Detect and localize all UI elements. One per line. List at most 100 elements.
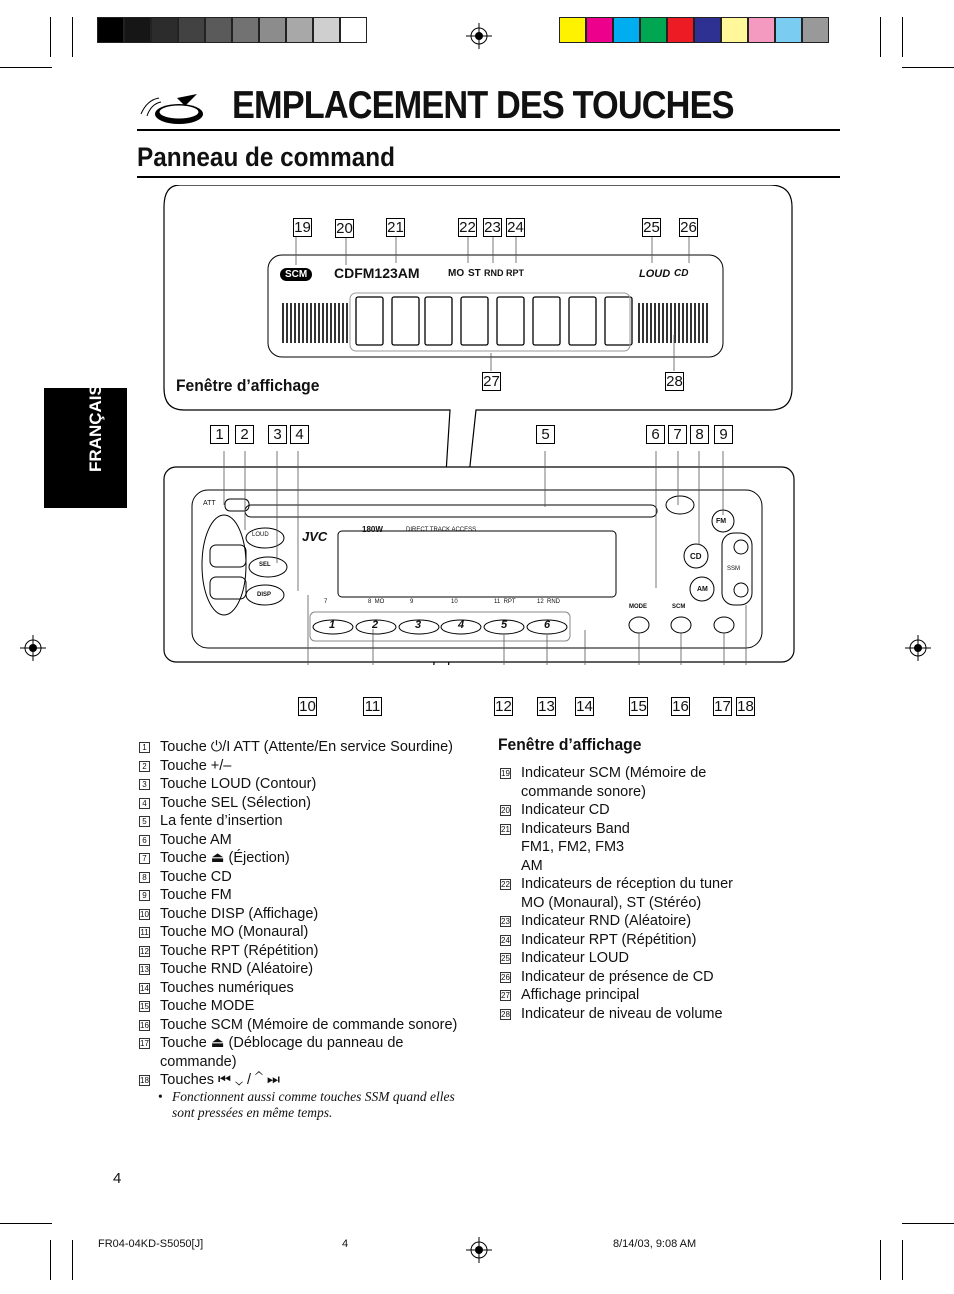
scm-indicator: SCM (280, 268, 313, 281)
callout-24: 24 (506, 218, 525, 237)
legend-number: 8 (139, 871, 150, 883)
color-swatch (775, 17, 802, 43)
legend-text: Touche SCM (Mémoire de commande sonore) (160, 1016, 458, 1033)
callout-9: 9 (714, 425, 733, 444)
footer-file: FR04-04KD-S5050[J] (98, 1238, 204, 1250)
color-swatch (802, 17, 829, 43)
cd-button-label: CD (690, 552, 702, 561)
preset-button-6[interactable]: 6 (544, 619, 551, 631)
legend-text: Touche +/– (160, 757, 232, 774)
legend-number: 2 (139, 760, 150, 772)
callout-1: 1 (210, 425, 229, 444)
legend-number: 14 (139, 982, 150, 994)
brand-logo: JVC (302, 529, 328, 544)
gray-swatch (97, 17, 124, 43)
att-label: ATT (203, 500, 216, 507)
legend-number: 13 (139, 964, 150, 975)
callout-20: 20 (335, 219, 354, 238)
color-swatch (748, 17, 775, 43)
legend-text: Touche DISP (Affichage) (160, 905, 319, 922)
legend-number: 17 (139, 1038, 150, 1049)
subtitle-rule (137, 176, 840, 178)
legend-text: Touche ⏏ (Déblocage du panneau de (160, 1035, 404, 1051)
legend-number: 1 (139, 742, 150, 753)
legend-number: 11 (139, 927, 150, 938)
title-rule (137, 129, 840, 131)
preset-secondary-label: 12 RND (537, 599, 561, 605)
crop-mark (902, 67, 954, 68)
legend-text: Touche LOUD (Contour) (160, 776, 317, 792)
callout-2: 2 (235, 425, 254, 444)
gray-swatch (313, 17, 340, 43)
legend-text: MO (Monaural), ST (Stéréo) (521, 894, 702, 911)
preset-button-3[interactable]: 3 (415, 619, 422, 631)
color-swatch (559, 17, 586, 43)
legend-text: Touche RND (Aléatoire) (160, 961, 314, 977)
legend-number: 21 (500, 823, 511, 835)
legend-text: commande sonore) (521, 783, 646, 800)
legend-item: AM (500, 857, 800, 876)
legend-number: 28 (500, 1008, 511, 1020)
callout-10: 10 (298, 697, 317, 716)
legend-text: Indicateur RPT (Répétition) (521, 931, 697, 948)
legend-number: 12 (139, 945, 150, 957)
crop-mark (0, 67, 52, 68)
scm-label: SCM (672, 604, 686, 610)
callout-19: 19 (293, 218, 312, 237)
fm-button-label: FM (716, 518, 727, 525)
preset-button-5[interactable]: 5 (501, 619, 508, 631)
preset-button-1[interactable]: 1 (329, 619, 336, 631)
rpt-indicator: RPT (506, 268, 524, 278)
preset-button-4[interactable]: 4 (458, 619, 465, 631)
legend-item: commande sonore) (500, 783, 800, 802)
legend-text: FM1, FM2, FM3 (521, 839, 625, 855)
band-indicator: CDFM123AM (334, 265, 420, 281)
loud-button-label: LOUD (252, 532, 269, 538)
legend-number: 19 (500, 768, 511, 779)
callout-22: 22 (458, 218, 477, 237)
legend-text: AM (521, 857, 543, 874)
callout-8: 8 (690, 425, 709, 444)
registration-mark-icon (466, 1237, 492, 1263)
language-tab: FRANÇAIS (44, 384, 127, 508)
callout-15: 15 (629, 697, 648, 716)
legend-number: 7 (139, 853, 150, 864)
legend-note: • Fonctionnent aussi comme touches SSM q… (158, 1089, 480, 1121)
legend-text: La fente d’insertion (160, 813, 283, 829)
gray-swatch (340, 17, 367, 43)
cd-logo-icon (140, 94, 203, 124)
preset-secondary-label: 7 (324, 599, 328, 605)
legend-number: 3 (139, 779, 150, 790)
crop-mark (72, 1240, 73, 1280)
gray-swatch (178, 17, 205, 43)
am-button-label: AM (697, 586, 708, 593)
preset-secondary-label: 8 MO (368, 599, 385, 605)
callout-28: 28 (665, 372, 684, 391)
legend-text: Indicateur CD (521, 802, 610, 818)
legend-text: commande) (160, 1053, 237, 1070)
gray-swatch (124, 17, 151, 43)
legend-text: Indicateur LOUD (521, 950, 629, 966)
cd-presence-indicator: CD (674, 268, 689, 279)
legend-text: Indicateur de niveau de volume (521, 1005, 723, 1022)
preset-button-2[interactable]: 2 (372, 619, 379, 631)
color-swatch (667, 17, 694, 43)
crop-mark (902, 17, 903, 57)
model-label: 180W (362, 525, 383, 534)
